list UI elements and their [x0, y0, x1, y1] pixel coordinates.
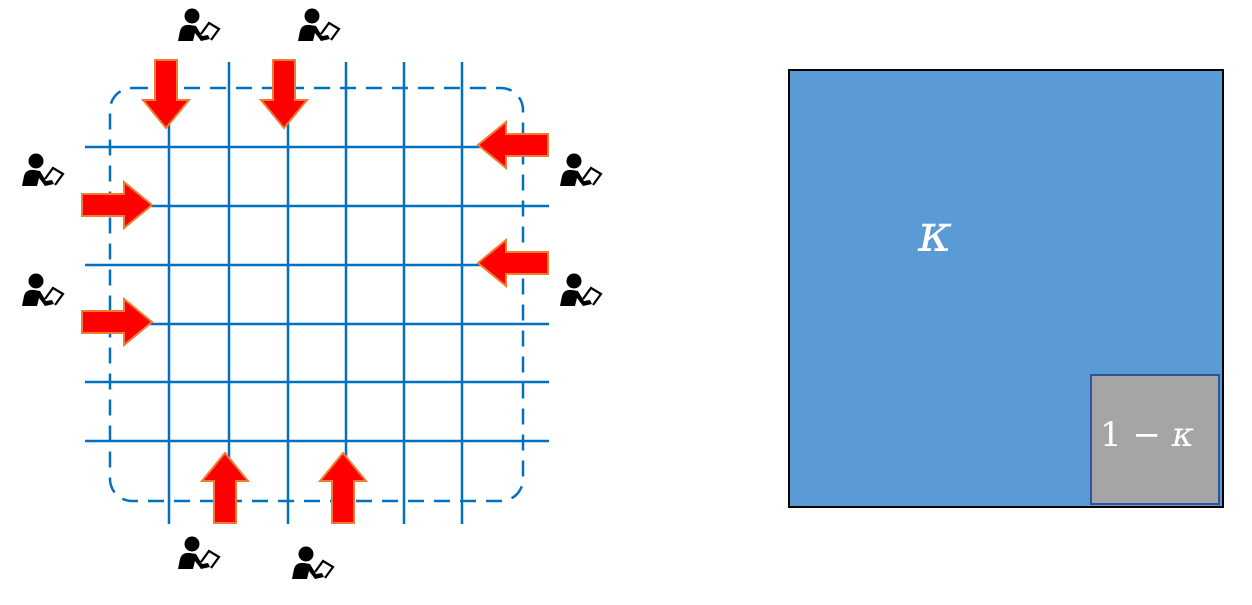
arrow-up-icon [199, 451, 251, 524]
arrow-left-icon [476, 237, 549, 289]
dashed-region-border [108, 86, 525, 503]
person-with-tablet-icon [178, 8, 221, 41]
person-with-tablet-icon [560, 273, 603, 306]
kappa-label: κ [918, 204, 953, 264]
arrow-up-icon [317, 451, 369, 524]
one-minus-prefix: 1 − [1100, 415, 1172, 455]
one-minus-kappa-label: 1 − κ [1100, 418, 1212, 452]
grid-lines [85, 62, 549, 524]
person-with-tablet-icon [292, 546, 335, 579]
person-with-tablet-icon [22, 273, 65, 306]
person-with-tablet-icon [178, 536, 221, 569]
person-with-tablet-icon [298, 8, 341, 41]
person-with-tablet-icon [22, 153, 65, 186]
kappa-symbol: κ [1171, 415, 1195, 455]
arrow-down-icon [258, 59, 310, 130]
arrow-right-icon [81, 179, 154, 231]
arrows-group [81, 59, 549, 524]
workers-group [22, 8, 603, 579]
arrow-left-icon [476, 119, 549, 171]
person-with-tablet-icon [560, 153, 603, 186]
one-minus-kappa-region [1090, 374, 1220, 505]
arrow-down-icon [140, 59, 192, 130]
arrow-right-icon [81, 296, 154, 348]
